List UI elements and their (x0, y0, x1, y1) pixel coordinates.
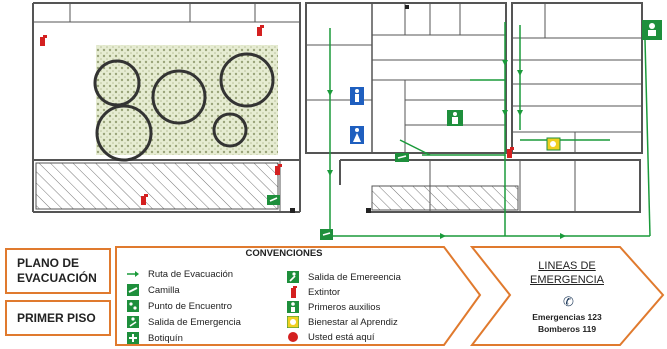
left-building (32, 2, 301, 213)
green-arrow-icon (126, 267, 140, 281)
legend-item-emergency-exit-running: Salida de Emereencia (286, 270, 401, 284)
emergency-lines-panel: LINEAS DE EMERGENCIA ✆ Emergencias 123 B… (470, 247, 664, 343)
plan-title-line1: PLANO DE (17, 256, 80, 270)
floor-label: PRIMER PISO (17, 310, 96, 325)
extinguisher-icons (40, 25, 514, 205)
first-aid-kit-icon (126, 331, 140, 345)
legend-item-stretcher: Camilla (126, 283, 180, 297)
legend-item-you-are-here: Usted está aquí (286, 330, 375, 344)
exit-signs (267, 20, 662, 240)
legend-item-extinguisher: Extintor (286, 285, 340, 299)
hatched-area-right (371, 185, 519, 211)
first-aid-sign (447, 110, 463, 126)
you-are-here-icon (286, 330, 300, 344)
stretcher-icon (126, 283, 140, 297)
conventions-frame (115, 246, 482, 346)
hatched-area-left (35, 162, 279, 210)
conventions-title: CONVENCIONES (245, 248, 323, 259)
middle-building (305, 2, 507, 154)
meeting-point-icon (126, 299, 140, 313)
emergency-exit-running-icon (286, 270, 300, 284)
conventions-panel: CONVENCIONES Ruta de Evacuación Camilla … (114, 245, 454, 349)
emergency-exit-icon (126, 315, 140, 329)
legend-item-first-aid: Primeros auxilios (286, 300, 380, 314)
restroom-icons (350, 87, 364, 144)
extinguisher-icon (286, 285, 300, 299)
planters (93, 52, 275, 162)
legend-item-route: Ruta de Evacuación (126, 267, 233, 281)
right-building (511, 2, 643, 154)
floor-plan (32, 2, 662, 240)
floor-label-box: PRIMER PISO (5, 300, 111, 336)
legend-item-meeting-point: Punto de Encuentro (126, 299, 232, 313)
firefighters-number-line: Bomberos 119 (537, 324, 597, 334)
legend-item-emergency-exit: Salida de Emergencia (126, 315, 241, 329)
markers (290, 5, 409, 213)
evacuation-route (329, 22, 651, 237)
plan-title-line2: EVACUACIÓN (17, 271, 97, 285)
route-arrowheads (327, 60, 566, 239)
first-aid-person-icon (286, 300, 300, 314)
legend-item-first-aid-kit: Botiquín (126, 331, 183, 345)
emergency-number-line: Emergencias 123 (532, 312, 602, 322)
phone-icon: ✆ (563, 294, 574, 309)
wellbeing-sign (546, 137, 561, 151)
wellbeing-icon (286, 315, 300, 329)
emergency-frame (470, 246, 665, 346)
plan-title-box: PLANO DE EVACUACIÓN (5, 248, 111, 294)
emergency-title-line1: LINEAS DE (538, 260, 596, 272)
emergency-title-line2: EMERGENCIA (530, 274, 604, 286)
legend-item-wellbeing: Bienestar al Aprendiz (286, 315, 398, 329)
